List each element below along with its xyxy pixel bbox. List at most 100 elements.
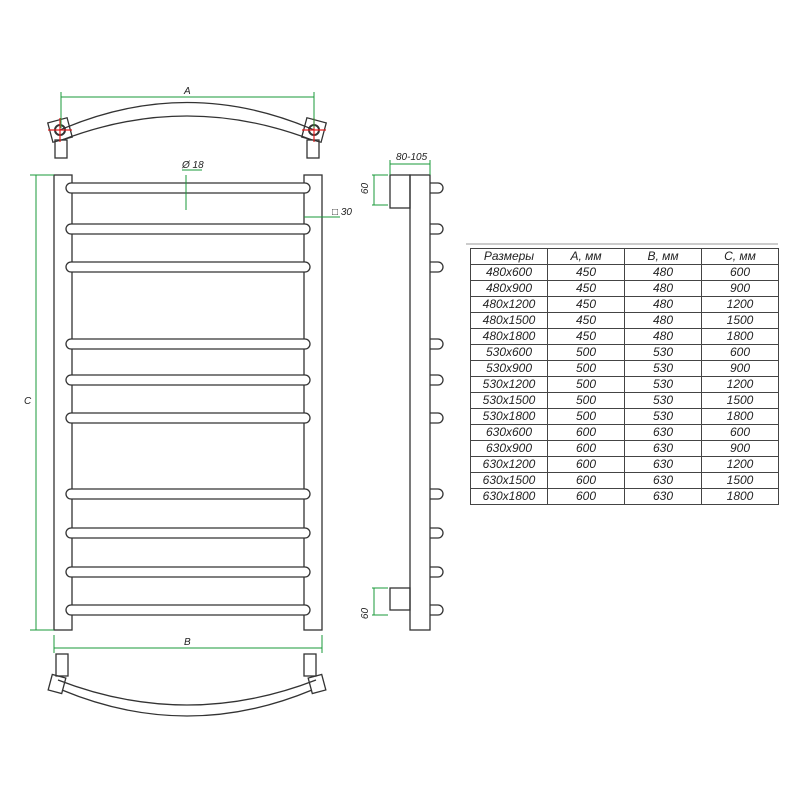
table-cell: 530 [624,360,702,377]
table-cell: 480 [624,312,702,329]
table-cell: 1500 [701,312,779,329]
diameter-label: Ø 18 [182,160,204,171]
side-tube [409,174,431,631]
table-cell: 450 [547,328,625,345]
table-cell: 530x1500 [470,392,548,409]
dimension-b-label: B [184,637,191,648]
depth-label: 80-105 [396,152,428,163]
table-cell: 630 [624,440,702,457]
table-cell: 630 [624,424,702,441]
column-header: Размеры [470,248,548,265]
table-cell: 530x1800 [470,408,548,425]
rung [65,604,311,616]
dimension-a-label: A [184,86,191,97]
side-pin [430,261,444,273]
table-cell: 480 [624,280,702,297]
table-cell: 630x1500 [470,472,548,489]
table-cell: 1800 [701,408,779,425]
dimension-c-label: C [24,396,32,407]
table-cell: 900 [701,360,779,377]
table-cell: 600 [547,456,625,473]
table-cell: 900 [701,440,779,457]
side-pins [430,182,444,616]
table-cell: 500 [547,392,625,409]
top-view-arc-inner [61,115,313,141]
table-cell: 1800 [701,488,779,505]
table-cell: 630 [624,472,702,489]
table-cell: 480x1500 [470,312,548,329]
side-pin [430,412,444,424]
table-cell: 480 [624,328,702,345]
right-bracket-top [306,139,320,159]
table-cell: 500 [547,360,625,377]
table-cell: 600 [547,472,625,489]
bracket-bottom-label: 60 [360,607,372,620]
rungs [65,182,311,616]
rung [65,182,311,194]
column-header: C, мм [701,248,779,265]
right-post [303,174,323,631]
rung [65,527,311,539]
table-cell: 600 [547,488,625,505]
table-cell: 600 [701,264,779,281]
table-cell: 600 [547,440,625,457]
table-cell: 530 [624,392,702,409]
side-pin [430,182,444,194]
table-cell: 500 [547,376,625,393]
table-cell: 1200 [701,456,779,473]
table-cell: 450 [547,296,625,313]
side-pin [430,488,444,500]
table-cell: 630x1200 [470,456,548,473]
divider [466,243,778,245]
rung [65,412,311,424]
table-cell: 480x1200 [470,296,548,313]
table-cell: 1200 [701,376,779,393]
table-cell: 630 [624,456,702,473]
table-cell: 480 [624,264,702,281]
table-cell: 480x1800 [470,328,548,345]
rung [65,374,311,386]
rung [65,566,311,578]
table-cell: 630x900 [470,440,548,457]
table-cell: 1500 [701,472,779,489]
table-cell: 1800 [701,328,779,345]
table-cell: 600 [547,424,625,441]
side-pin [430,527,444,539]
table-cell: 500 [547,408,625,425]
side-pin [430,374,444,386]
table-cell: 900 [701,280,779,297]
table-cell: 530 [624,376,702,393]
rung [65,488,311,500]
side-bracket-bottom [389,587,411,611]
rung [65,261,311,273]
table-cell: 600 [701,344,779,361]
column-header: A, мм [547,248,625,265]
table-cell: 450 [547,264,625,281]
table-cell: 530x900 [470,360,548,377]
table-cell: 480x600 [470,264,548,281]
table-cell: 500 [547,344,625,361]
table-cell: 530 [624,408,702,425]
side-pin [430,604,444,616]
left-bracket-top [54,139,68,159]
bracket-top-label: 60 [360,182,372,195]
table-cell: 530 [624,344,702,361]
table-cell: 530x1200 [470,376,548,393]
dimension-lines [30,92,431,653]
table-cell: 630 [624,488,702,505]
square-profile-label: □ 30 [332,207,352,218]
